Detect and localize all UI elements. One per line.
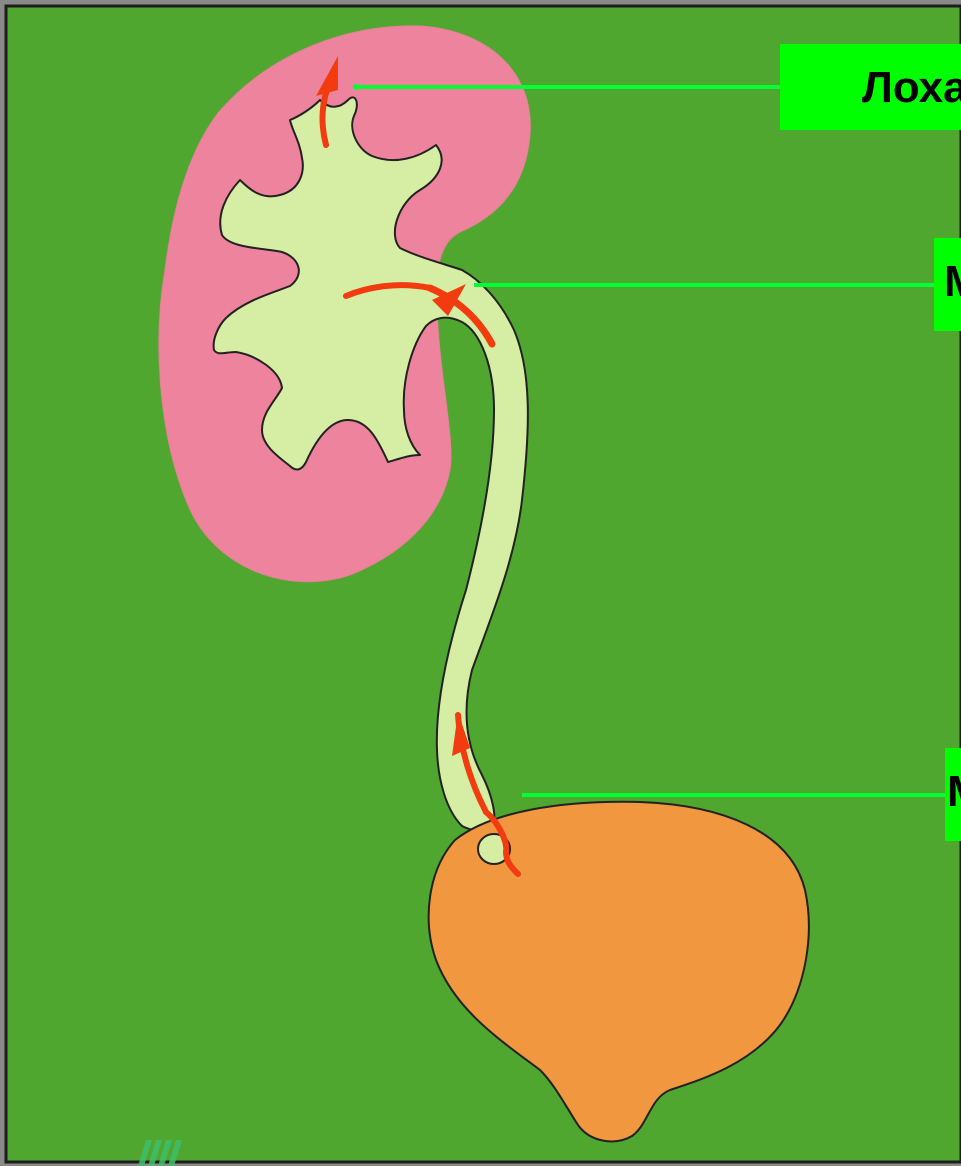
striped-logo-icon [136, 1140, 188, 1166]
bladder-label: Мочевой пузырь [945, 748, 961, 841]
pelvis-label-text: Лоханка [862, 63, 961, 112]
bladder-label-text: Мочевой пузырь [947, 767, 961, 816]
ureter-label-text: Мочеточник [944, 257, 961, 306]
ureter-label: Мочеточник [934, 238, 961, 331]
pelvis-label: Лоханка [780, 44, 961, 130]
